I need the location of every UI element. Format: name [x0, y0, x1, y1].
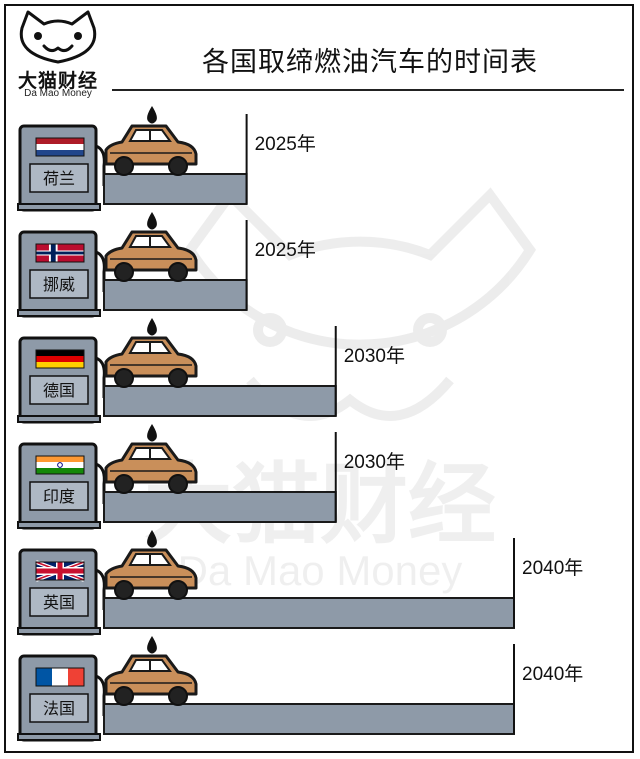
- logo-subtitle: Da Mao Money: [24, 88, 92, 99]
- pump-hose: [95, 674, 106, 716]
- chart-row: 荷兰 2025年: [17, 106, 316, 212]
- timeline-bar: [103, 385, 337, 417]
- chart-row: 英国 2040年: [17, 530, 583, 636]
- logo-cat-icon: [19, 10, 97, 64]
- car-icon: [104, 424, 198, 494]
- country-label: 挪威: [43, 275, 75, 294]
- timeline-bar: [103, 703, 515, 735]
- car-icon: [104, 530, 198, 600]
- timeline-bar: [103, 173, 248, 205]
- year-label: 2040年: [522, 663, 583, 685]
- france-flag: [35, 667, 85, 687]
- year-label: 2030年: [344, 451, 405, 473]
- netherlands-flag: [35, 137, 85, 157]
- timeline-bar: [103, 279, 248, 311]
- chart-row: 印度 2030年: [17, 424, 405, 530]
- logo-name: 大猫财经: [17, 70, 98, 92]
- car-icon: [104, 212, 198, 282]
- norway-flag: [35, 243, 85, 263]
- title-underline: [112, 89, 624, 91]
- year-label: 2040年: [522, 557, 583, 579]
- car-icon: [104, 106, 198, 176]
- country-label: 英国: [43, 593, 75, 612]
- car-icon: [104, 636, 198, 706]
- germany-flag: [35, 349, 85, 369]
- chart-title: 各国取缔燃油汽车的时间表: [202, 47, 538, 78]
- chart-row: 挪威 2025年: [17, 212, 316, 318]
- pump-hose: [95, 462, 106, 504]
- year-label: 2025年: [255, 239, 316, 261]
- timeline-bar: [103, 597, 515, 629]
- pump-hose: [95, 144, 106, 186]
- chart-row: 德国 2030年: [17, 318, 405, 424]
- country-label: 印度: [43, 487, 75, 506]
- country-label: 法国: [43, 699, 75, 718]
- pump-hose: [95, 250, 106, 292]
- car-icon: [104, 318, 198, 388]
- pump-hose: [95, 356, 106, 398]
- country-label: 荷兰: [43, 169, 75, 188]
- year-label: 2025年: [255, 133, 316, 155]
- country-label: 德国: [43, 381, 75, 400]
- uk-flag: [35, 560, 85, 582]
- pump-hose: [95, 568, 106, 610]
- india-flag: [35, 455, 85, 475]
- chart-row: 法国 2040年: [17, 636, 583, 742]
- year-label: 2030年: [344, 345, 405, 367]
- timeline-bar: [103, 491, 337, 523]
